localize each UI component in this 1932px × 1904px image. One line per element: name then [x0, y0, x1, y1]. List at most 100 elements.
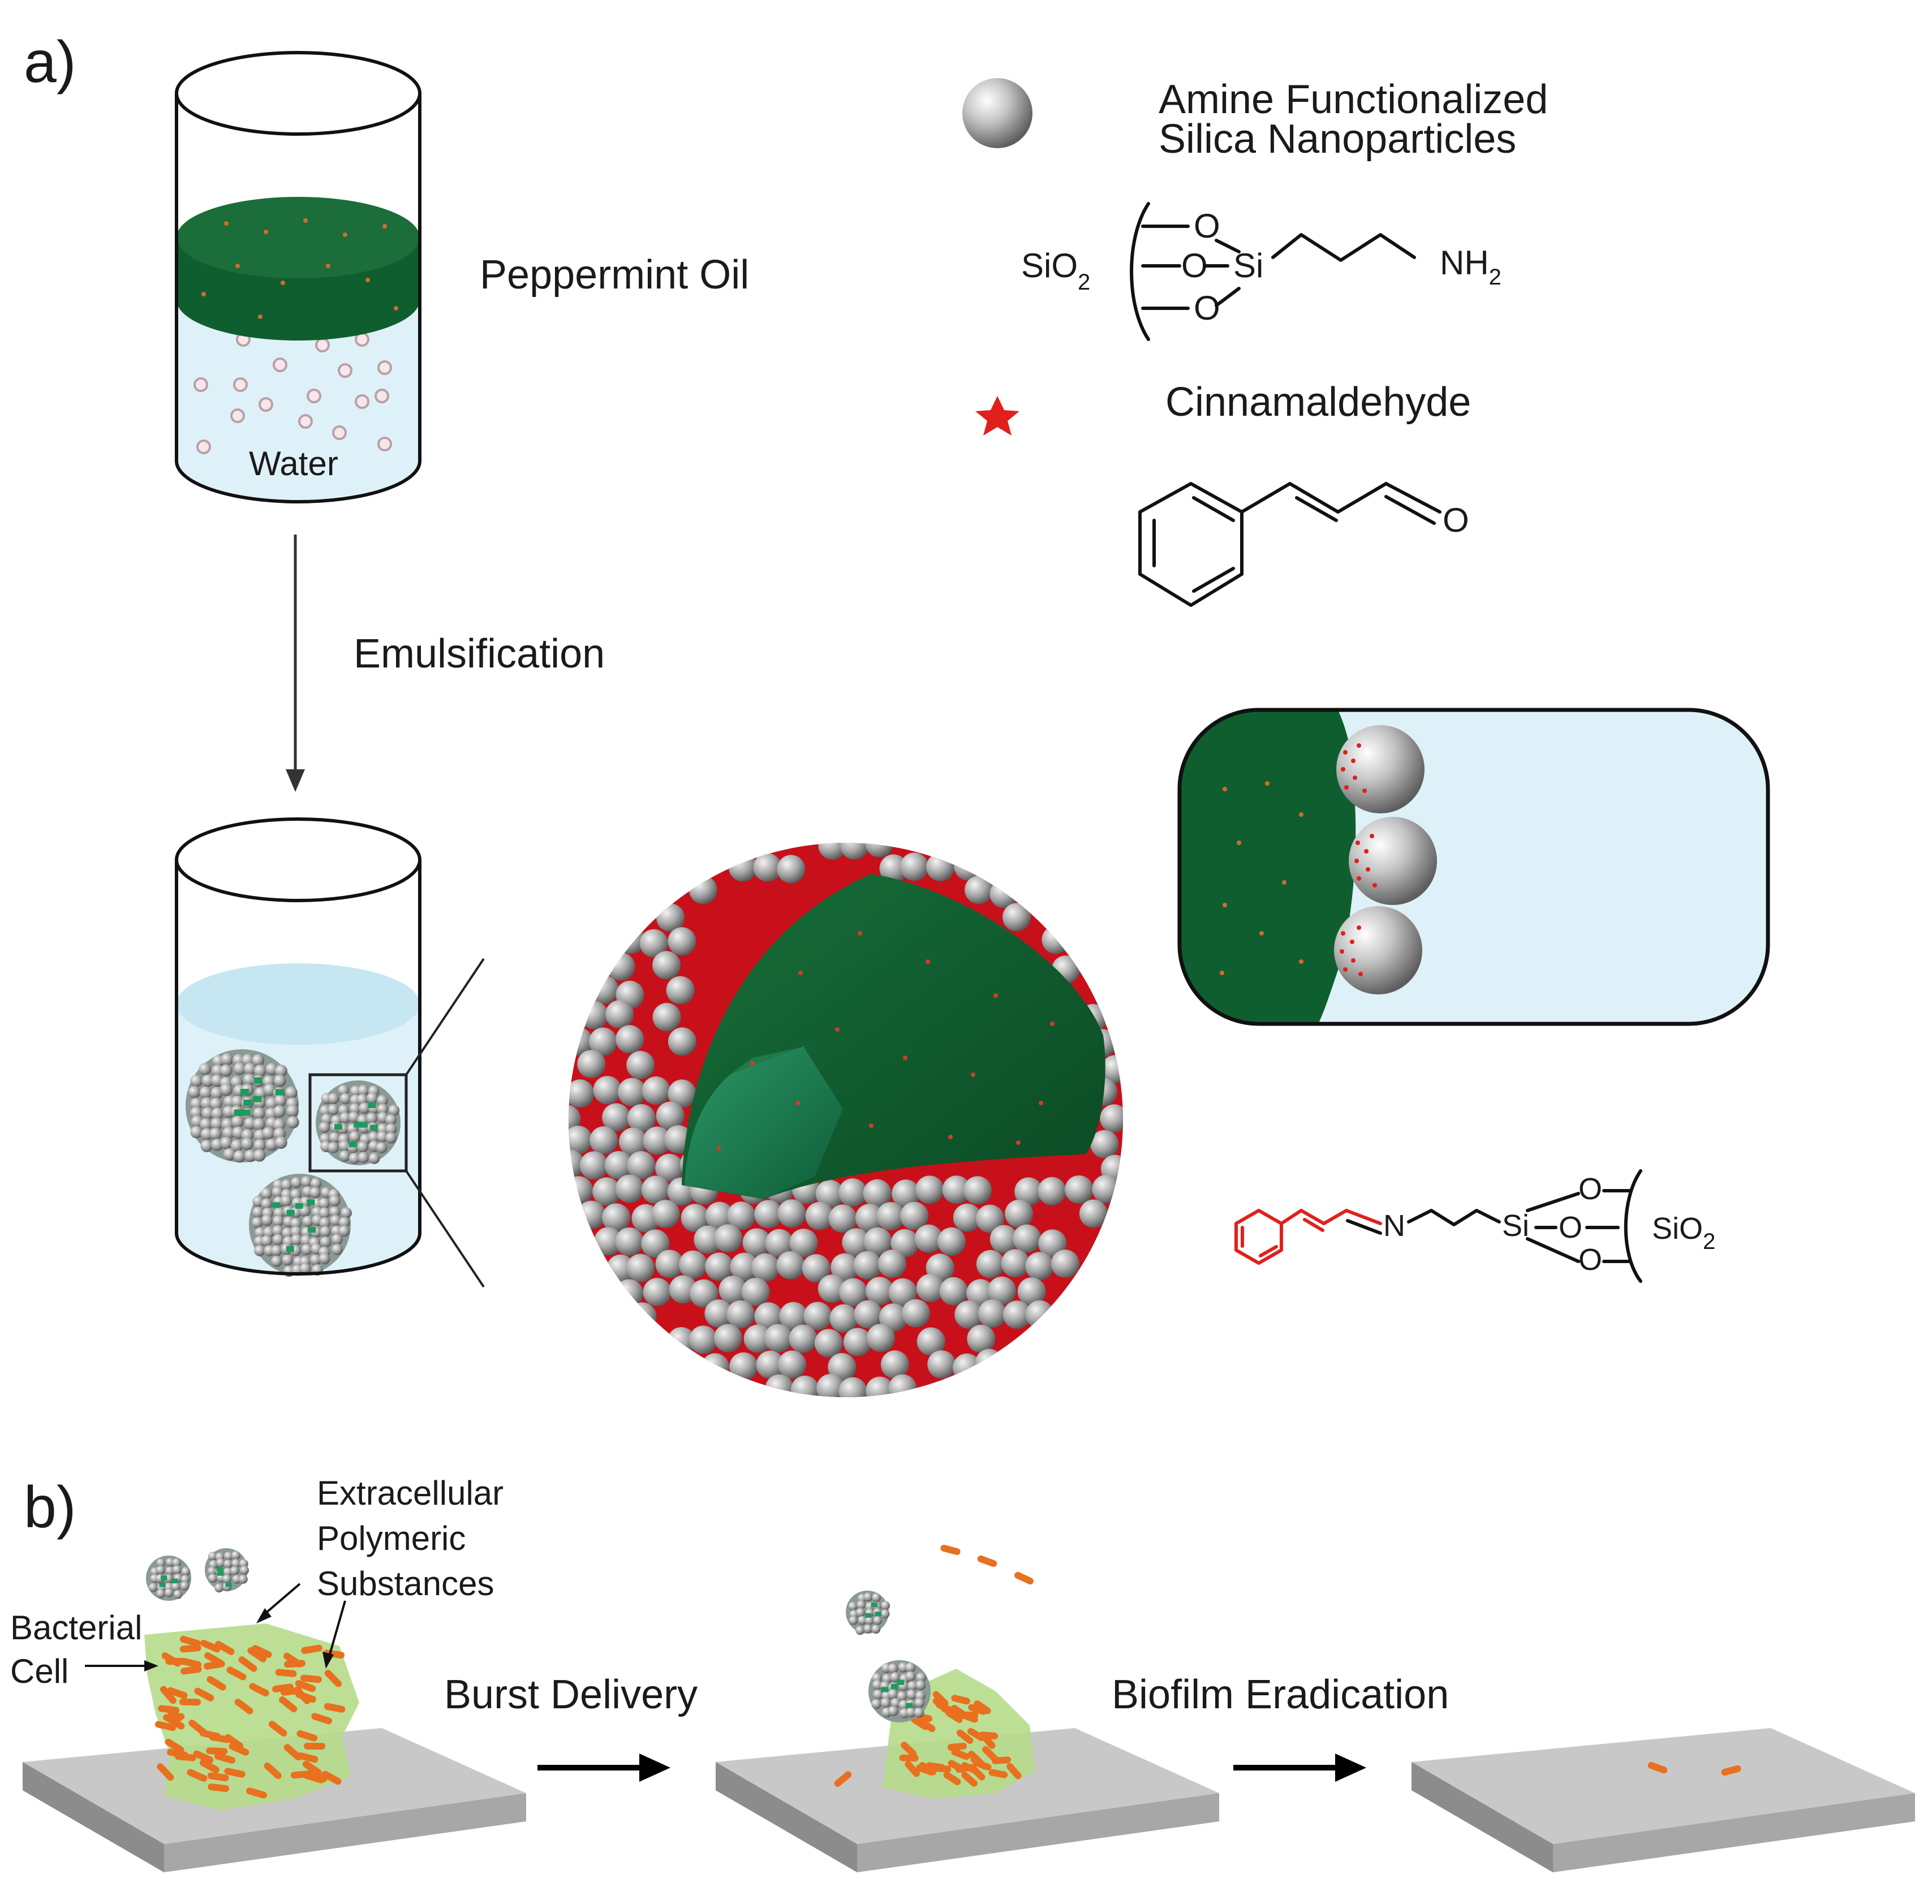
silica-nanoparticle	[666, 976, 695, 1005]
silica-nanoparticle	[975, 1349, 1004, 1377]
bacterial-cell	[311, 1713, 332, 1725]
silica-nanoparticle	[616, 1025, 644, 1054]
silica-nanoparticle	[593, 1076, 622, 1105]
silica-nanoparticle	[626, 1050, 655, 1079]
silica-nanoparticle	[963, 1176, 992, 1205]
silica-nanoparticle	[900, 852, 929, 881]
silica-nanoparticle	[569, 1149, 584, 1178]
svg-text:O: O	[1181, 247, 1208, 285]
bacterial-cell	[180, 1665, 202, 1675]
silica-nanoparticle	[668, 927, 696, 956]
silica-nanoparticle	[626, 1253, 655, 1282]
svg-text:O: O	[1443, 501, 1469, 539]
bacterial-cell	[199, 1729, 221, 1740]
eps-label-line1: Extracellular	[317, 1474, 504, 1512]
emulsification-arrow	[286, 535, 305, 792]
silica-nanoparticle	[840, 843, 869, 860]
bacterial-cell	[179, 1644, 201, 1653]
bacterial-cell	[1006, 1763, 1022, 1780]
silica-nanoparticle	[828, 1352, 857, 1381]
bacterial-cell	[268, 1721, 287, 1737]
bacterial-cell	[932, 1691, 949, 1707]
bacterial-cell	[899, 1754, 919, 1761]
eps-label-line3: Substances	[317, 1565, 494, 1603]
silica-nanoparticle	[989, 1225, 1018, 1253]
silica-nanoparticle	[579, 1151, 608, 1180]
silica-nanoparticle	[729, 853, 757, 882]
silica-nanoparticle	[741, 1278, 770, 1306]
silica-nanoparticle	[805, 1201, 834, 1230]
silica-nanoparticle	[880, 1350, 909, 1379]
silica-nanoparticle	[615, 1227, 644, 1256]
bacterial-cell	[179, 1698, 201, 1706]
silica-nanoparticle	[651, 1200, 680, 1228]
silica-nanoparticle	[765, 1229, 794, 1257]
silica-nanoparticle	[843, 1328, 872, 1356]
bacterial-cell	[249, 1683, 269, 1697]
silica-nanoparticle	[892, 1179, 920, 1208]
silica-nanoparticle	[756, 1350, 785, 1379]
silica-nanoparticle	[726, 1300, 755, 1329]
silica-nanoparticle	[615, 1174, 644, 1203]
nanoparticle-legend-icon	[962, 78, 1032, 148]
bacterial-cell	[157, 1763, 174, 1781]
silica-nanoparticle	[628, 1302, 657, 1331]
silica-nanoparticle	[916, 1327, 945, 1356]
silica-nanoparticle	[863, 1179, 892, 1208]
silica-nanoparticle	[668, 1027, 696, 1056]
bacterial-cell	[300, 1674, 322, 1683]
silica-nanoparticle	[976, 1250, 1005, 1278]
bacterial-cell	[264, 1762, 282, 1780]
silica-nanoparticle	[866, 1376, 894, 1397]
silica-nanoparticle	[779, 1302, 808, 1330]
bacterial-cell	[199, 1759, 220, 1773]
silica-nanoparticle	[1013, 1224, 1042, 1253]
bacterial-cell	[187, 1769, 208, 1782]
silica-nanoparticle	[988, 1276, 1016, 1305]
biofilm-eradication-label: Biofilm Eradication	[1112, 1672, 1449, 1717]
bacterial-cell	[160, 1686, 177, 1704]
silica-nanoparticle	[641, 1229, 670, 1258]
bacterial-cell	[166, 1687, 188, 1699]
silica-nanoparticle	[668, 1079, 696, 1108]
beaker-oil-water: Water	[175, 51, 421, 503]
cinnamaldehyde-label: Cinnamaldehyde	[1165, 380, 1471, 425]
silica-nanoparticle	[1038, 1229, 1067, 1258]
bacterial-cell	[905, 1760, 920, 1777]
silica-nanoparticle	[1025, 1252, 1054, 1281]
sio2-label: SiO2	[1021, 247, 1090, 295]
silica-nanoparticle	[838, 1178, 867, 1207]
silica-nanoparticle	[1100, 1104, 1123, 1133]
bacterial-cell	[194, 1687, 214, 1701]
silica-nanoparticle	[953, 1203, 982, 1232]
biofilm-eradication-arrow	[1233, 1754, 1366, 1782]
svg-text:O: O	[1559, 1211, 1582, 1244]
amine-silane-structure: SiO2 O O O Si NH2	[1021, 202, 1501, 341]
svg-text:Si: Si	[1502, 1209, 1529, 1243]
nh2-label: NH2	[1440, 244, 1501, 290]
silica-nanoparticle	[569, 1105, 581, 1134]
silica-nanoparticle	[727, 1201, 756, 1230]
silica-nanoparticle	[839, 1278, 868, 1307]
silica-nanoparticle	[1005, 1199, 1034, 1228]
bacterial-cell	[307, 1769, 328, 1782]
bacterial-cell	[304, 1742, 326, 1750]
svg-text:O: O	[1194, 207, 1220, 245]
bacterial-cell	[279, 1696, 298, 1713]
nanoparticle-label-line2: Silica Nanoparticles	[1159, 117, 1516, 162]
silica-nanoparticle	[829, 1304, 858, 1333]
interface-nanoparticle-3	[1334, 906, 1422, 994]
silica-nanoparticle	[619, 1127, 647, 1156]
bacterial-cell	[226, 1666, 247, 1681]
silica-nanoparticle	[1092, 1174, 1121, 1203]
silica-nanoparticle	[655, 1153, 684, 1182]
bacterial-cell	[204, 1652, 224, 1666]
bacterial-cell	[283, 1652, 303, 1668]
beaker1-oil-top	[177, 197, 420, 278]
silica-nanoparticle	[939, 1277, 968, 1306]
bacterial-cell	[296, 1730, 318, 1742]
silica-nanoparticle	[954, 852, 983, 881]
silica-nanoparticle	[866, 1277, 894, 1306]
substrate-treatment	[716, 1544, 1219, 1872]
